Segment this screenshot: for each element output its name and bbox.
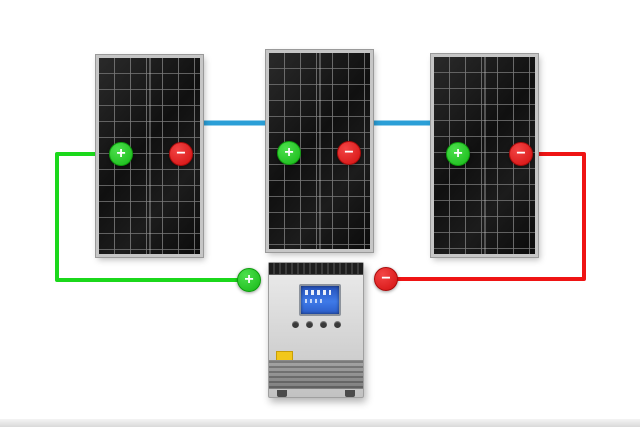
panel2-positive-terminal: + [277,141,301,165]
minus-symbol: − [344,143,354,161]
inverter-button [305,321,313,328]
inverter-buttons [269,321,363,329]
plus-symbol: + [284,143,294,161]
inverter-top-vents [269,263,363,275]
minus-symbol: − [176,144,186,162]
minus-symbol: − [381,269,391,287]
negative-wire-to-inverter [397,152,586,281]
inverter-button [319,321,327,328]
panel1-positive-terminal: + [109,142,133,166]
inverter-button [333,321,341,328]
panel2-negative-terminal: − [337,141,361,165]
inverter-positive-junction: + [237,268,261,292]
inverter-foot [277,390,287,397]
inverter-foot [345,390,355,397]
inverter-button [291,321,299,328]
inverter-negative-junction: − [374,267,398,291]
plus-symbol: + [453,144,463,162]
inverter-bottom-vents [269,360,363,389]
positive-wire-to-inverter [55,152,238,282]
panel3-negative-terminal: − [509,142,533,166]
solar-inverter [268,262,364,398]
panel3-positive-terminal: + [446,142,470,166]
minus-symbol: − [516,144,526,162]
plus-symbol: + [244,270,254,288]
panel1-negative-terminal: − [169,142,193,166]
floor-edge [0,419,640,427]
plus-symbol: + [116,144,126,162]
inverter-lcd-screen [299,284,341,316]
